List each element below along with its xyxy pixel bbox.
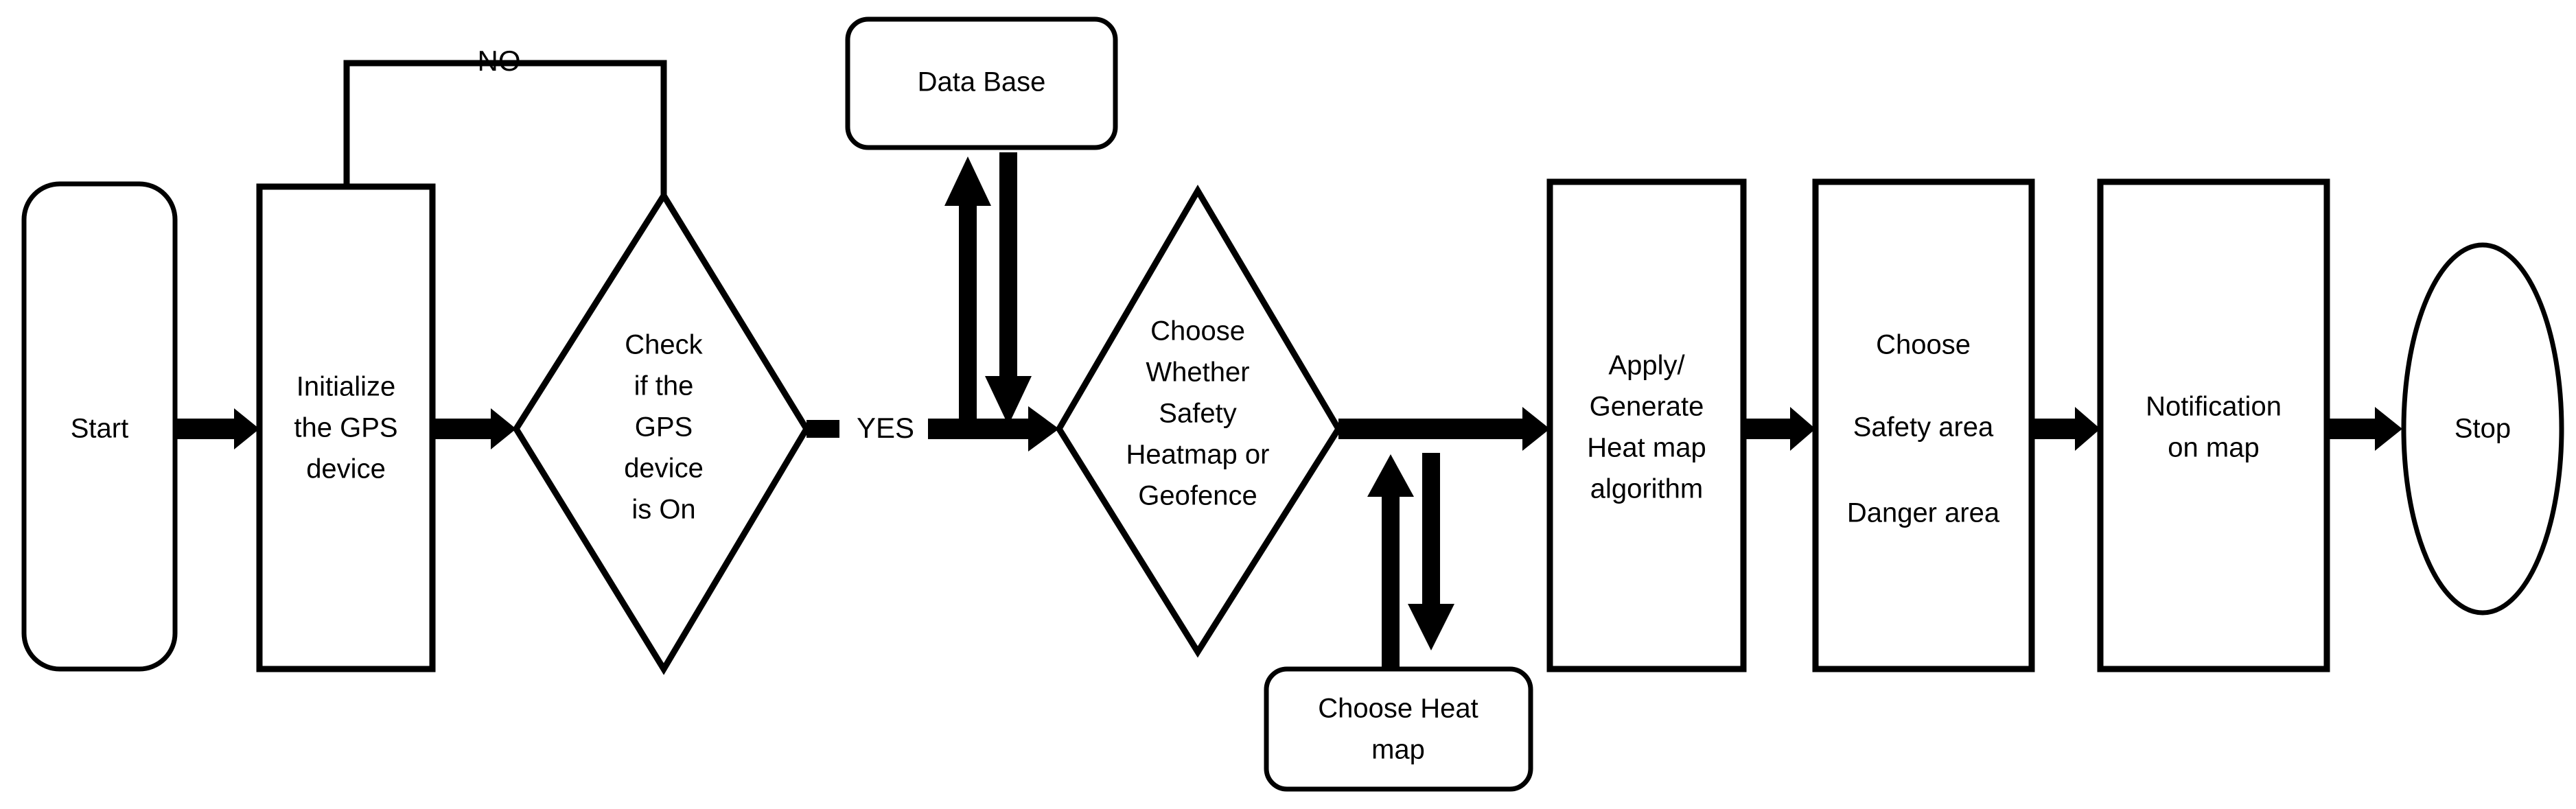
node-choose-mode-line-3: Heatmap or: [1126, 440, 1270, 470]
node-init-gps-line-2: device: [306, 454, 386, 484]
node-choose-mode-line-1: Whether: [1146, 357, 1249, 388]
node-notification-line-0: Notification: [2146, 392, 2282, 422]
edge-yes-to-choose-mode: [928, 406, 1059, 452]
node-choose-heatmap[interactable]: Choose Heat map: [1264, 666, 1533, 792]
edge-apply-algorithm-to-choose-area: [1743, 407, 1815, 451]
node-choose-heatmap-line-0: Choose Heat: [1318, 694, 1478, 724]
edge-start-to-init-gps: [175, 408, 259, 449]
node-check-gps-line-2: GPS: [635, 412, 693, 443]
node-notification[interactable]: Notification on map: [2097, 178, 2330, 672]
node-init-gps-line-1: the GPS: [294, 413, 397, 443]
node-choose-mode[interactable]: Choose Whether Safety Heatmap or Geofenc…: [1055, 185, 1343, 658]
node-choose-area-line-0: Choose: [1876, 330, 1971, 360]
node-apply-algorithm[interactable]: Apply/ Generate Heat map algorithm: [1546, 178, 1747, 672]
node-check-gps-line-3: device: [624, 454, 704, 484]
edge-label-yes: YES: [857, 412, 914, 444]
edge-choose-mode-to-choose-heatmap-down: [1408, 453, 1454, 650]
node-check-gps-line-4: is On: [631, 495, 695, 525]
edge-choose-heatmap-to-choose-mode-up: [1367, 454, 1414, 669]
node-apply-algorithm-line-0: Apply/: [1608, 351, 1685, 381]
node-choose-mode-line-4: Geofence: [1138, 481, 1257, 511]
node-start[interactable]: Start: [21, 181, 178, 672]
node-apply-algorithm-line-1: Generate: [1590, 392, 1704, 422]
node-apply-algorithm-line-2: Heat map: [1587, 433, 1706, 463]
node-stop[interactable]: Stop: [2401, 242, 2564, 615]
edge-check-gps-to-init-gps-no: [343, 60, 667, 196]
node-choose-mode-line-0: Choose: [1150, 316, 1245, 347]
edge-check-gps-yes-stub: [807, 420, 839, 438]
node-apply-algorithm-line-3: algorithm: [1590, 474, 1704, 504]
node-choose-mode-line-2: Safety: [1159, 399, 1236, 429]
node-start-line-0: Start: [71, 414, 128, 444]
node-choose-area[interactable]: Choose Safety area Danger area: [1812, 178, 2035, 672]
node-choose-area-line-1: Safety area: [1853, 412, 1994, 443]
node-choose-heatmap-line-1: map: [1371, 735, 1425, 765]
node-database[interactable]: Data Base: [845, 16, 1118, 150]
edge-database-to-choose-mode-down: [985, 152, 1032, 425]
edge-init-gps-to-check-gps: [432, 408, 516, 449]
node-stop-line-0: Stop: [2455, 414, 2511, 444]
node-check-gps-line-0: Check: [625, 330, 703, 360]
edge-choose-mode-to-database-up: [944, 156, 991, 430]
edge-notification-to-stop: [2327, 407, 2402, 451]
node-database-line-0: Data Base: [918, 67, 1046, 97]
edge-choose-area-to-notification: [2032, 407, 2100, 451]
edge-label-no: NO: [478, 45, 521, 77]
node-check-gps[interactable]: Check if the GPS device is On: [512, 189, 811, 675]
node-check-gps-line-1: if the: [634, 371, 694, 401]
node-notification-line-1: on map: [2168, 433, 2259, 463]
node-choose-area-line-2: Danger area: [1847, 498, 2000, 528]
node-init-gps-line-0: Initialize: [297, 372, 396, 402]
edge-choose-mode-to-apply-algorithm: [1338, 407, 1550, 451]
node-init-gps[interactable]: Initialize the GPS device: [256, 183, 436, 672]
